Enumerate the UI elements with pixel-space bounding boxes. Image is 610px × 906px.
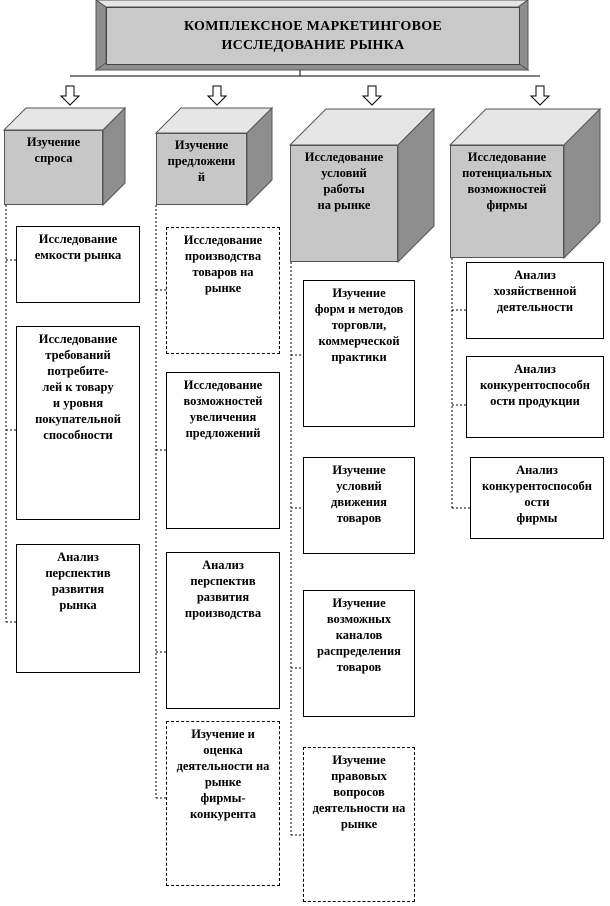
leaf-market-capacity: Исследование емкости рынка <box>16 226 140 303</box>
leaf-line: Исследование <box>183 378 263 392</box>
leaf-line: деятельности на <box>176 759 270 773</box>
category-market-conditions: Исследование условий работы на рынке <box>290 145 398 262</box>
leaf-line: Изучение <box>332 463 386 477</box>
heading-line: возможностей <box>467 182 547 196</box>
leaf-line: Исследование <box>38 232 118 246</box>
heading-line: потенциальных <box>462 166 552 180</box>
leaf-line: ости <box>524 495 550 509</box>
leaf-line: производства <box>184 606 262 620</box>
title-line-1: КОМПЛЕКСНОЕ МАРКЕТИНГОВОЕ <box>183 19 443 34</box>
category-demand-study: Изучение спроса <box>4 130 103 205</box>
leaf-line: коммерческой <box>318 334 400 348</box>
leaf-line: конкурентоспособн <box>482 479 592 493</box>
leaf-line: Анализ <box>514 362 556 376</box>
leaf-line: Изучение <box>332 596 386 610</box>
leaf-line: перспектив <box>45 566 111 580</box>
heading-line: фирмы <box>486 198 528 212</box>
leaf-line: и уровня <box>52 396 104 410</box>
leaf-line: оценка <box>203 743 243 757</box>
heading-line: работы <box>323 182 365 196</box>
leaf-line: товаров <box>336 660 382 674</box>
leaf-line: движения <box>331 495 387 509</box>
leaf-line: потребите- <box>47 364 109 378</box>
leaf-line: развития <box>196 590 250 604</box>
leaf-line: деятельности на <box>312 801 406 815</box>
leaf-line: деятельности <box>496 300 574 314</box>
leaf-market-prospects: Анализ перспектив развития рынка <box>16 544 140 673</box>
heading-line: Изучение <box>26 135 81 149</box>
leaf-legal-issues: Изучение правовых вопросов деятельности … <box>303 747 415 902</box>
leaf-line: производства <box>184 249 262 263</box>
heading-line: й <box>197 170 206 184</box>
leaf-line: каналов <box>335 628 383 642</box>
leaf-production-prospects: Анализ перспектив развития производства <box>166 552 280 709</box>
leaf-line: возможных <box>326 612 392 626</box>
leaf-line: способности <box>43 428 113 442</box>
leaf-product-competitiveness: Анализ конкурентоспособн ости продукции <box>466 356 604 438</box>
arrow-down-icon <box>529 85 551 106</box>
heading-line: предложени <box>167 154 236 168</box>
arrow-down-icon <box>59 85 81 106</box>
leaf-line: рынке <box>340 817 378 831</box>
leaf-line: Анализ <box>516 463 558 477</box>
leaf-consumer-requirements: Исследование требований потребите- лей к… <box>16 326 140 520</box>
leaf-line: возможностей <box>183 394 263 408</box>
leaf-line: увеличения <box>189 410 257 424</box>
leaf-firm-competitiveness: Анализ конкурентоспособн ости фирмы <box>470 457 604 539</box>
leaf-line: фирмы- <box>200 791 246 805</box>
leaf-line: правовых <box>331 769 387 783</box>
leaf-economic-activity: Анализ хозяйственной деятельности <box>466 262 604 339</box>
leaf-line: рынке <box>204 775 242 789</box>
category-supply-study: Изучение предложени й <box>156 133 247 205</box>
leaf-line: Изучение <box>332 286 386 300</box>
leaf-line: требований <box>45 348 111 362</box>
arrow-down-icon <box>206 85 228 106</box>
leaf-line: хозяйственной <box>493 284 577 298</box>
heading-line: условий <box>321 166 367 180</box>
category-firm-potential: Исследование потенциальных возможностей … <box>450 145 564 258</box>
leaf-line: Изучение <box>332 753 386 767</box>
heading-line: Исследование <box>467 150 547 164</box>
leaf-line: товаров на <box>192 265 254 279</box>
leaf-line: Анализ <box>202 558 244 572</box>
leaf-line: Анализ <box>57 550 99 564</box>
leaf-goods-production: Исследование производства товаров на рын… <box>166 227 280 354</box>
leaf-line: конкурентоспособн <box>480 378 590 392</box>
leaf-line: товаров <box>336 511 382 525</box>
leaf-line: рынке <box>204 281 242 295</box>
leaf-goods-movement: Изучение условий движения товаров <box>303 457 415 554</box>
leaf-trade-forms: Изучение форм и методов торговли, коммер… <box>303 280 415 427</box>
leaf-line: вопросов <box>333 785 385 799</box>
leaf-line: покупательной <box>35 412 121 426</box>
leaf-supply-increase: Исследование возможностей увеличения пре… <box>166 372 280 529</box>
heading-line: на рынке <box>317 198 371 212</box>
leaf-line: рынка <box>59 598 97 612</box>
leaf-line: фирмы <box>516 511 558 525</box>
leaf-line: развития <box>51 582 105 596</box>
leaf-line: Анализ <box>514 268 556 282</box>
diagram-title: КОМПЛЕКСНОЕ МАРКЕТИНГОВОЕ ИССЛЕДОВАНИЕ Р… <box>106 7 520 65</box>
heading-line: Исследование <box>304 150 384 164</box>
leaf-line: Изучение и <box>191 727 255 741</box>
leaf-distribution-channels: Изучение возможных каналов распределения… <box>303 590 415 717</box>
arrow-down-icon <box>361 85 383 106</box>
leaf-line: Исследование <box>183 233 263 247</box>
leaf-line: предложений <box>185 426 261 440</box>
leaf-competitor-evaluation: Изучение и оценка деятельности на рынке … <box>166 721 280 886</box>
leaf-line: практики <box>331 350 387 364</box>
leaf-line: распределения <box>317 644 401 658</box>
leaf-line: емкости рынка <box>34 248 122 262</box>
leaf-line: ости продукции <box>490 394 580 408</box>
heading-line: спроса <box>34 151 73 165</box>
leaf-line: лей к товару <box>42 380 114 394</box>
title-line-2: ИССЛЕДОВАНИЕ РЫНКА <box>221 38 405 53</box>
leaf-line: перспектив <box>190 574 256 588</box>
leaf-line: торговли, <box>331 318 387 332</box>
leaf-line: форм и методов <box>314 302 404 316</box>
leaf-line: Исследование <box>38 332 118 346</box>
leaf-line: условий <box>336 479 382 493</box>
leaf-line: конкурента <box>189 807 256 821</box>
heading-line: Изучение <box>174 138 229 152</box>
